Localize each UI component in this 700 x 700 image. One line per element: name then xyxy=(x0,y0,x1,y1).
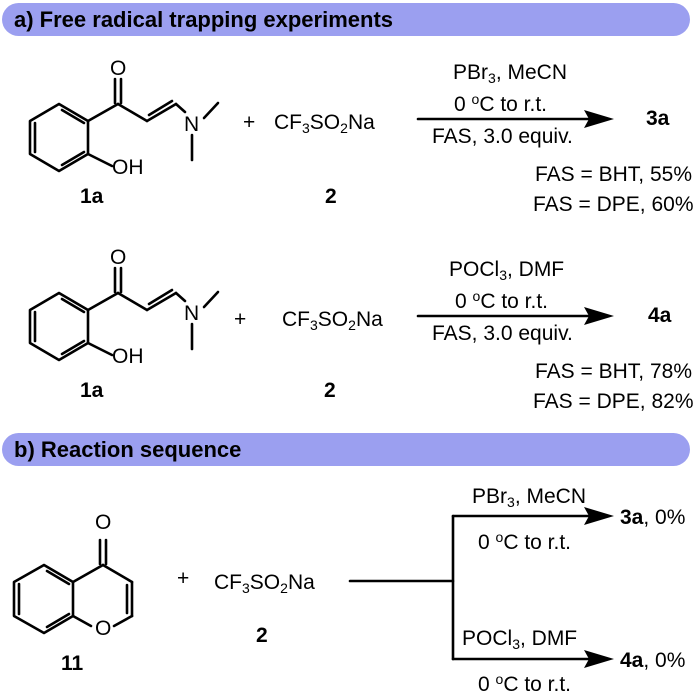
yield-dpe-2: FAS = DPE, 82% xyxy=(533,390,694,413)
product-yield-upper: 3a, 0% xyxy=(620,506,686,529)
condition-reagent-upper: PBr3, MeCN xyxy=(472,485,586,510)
condition-reagent-lower: POCl3, DMF xyxy=(462,627,578,652)
condition-temp-2: 0 oC to r.t. xyxy=(455,288,548,313)
yield-dpe-1: FAS = DPE, 60% xyxy=(533,193,694,216)
compound-label-1a-1: 1a xyxy=(80,185,104,208)
section-b-banner: b) Reaction sequence xyxy=(2,433,690,466)
section-a-title: a) Free radical trapping experiments xyxy=(14,7,394,32)
compound-label-2-2: 2 xyxy=(324,379,336,402)
carbonyl-o-2: O xyxy=(110,246,127,269)
condition-reagent-1: PBr3, MeCN xyxy=(453,61,567,86)
condition-temp-upper: 0 oC to r.t. xyxy=(478,529,571,554)
enaminone-structure-1 xyxy=(28,77,220,173)
chromone-structure xyxy=(12,538,134,635)
reagent-formula-3: CF3SO2Na xyxy=(214,571,315,596)
compound-label-11: 11 xyxy=(61,652,84,675)
arrowhead-4 xyxy=(584,650,614,668)
reagent-formula-1: CF3SO2Na xyxy=(274,111,375,136)
compound-label-1a-2: 1a xyxy=(80,379,104,402)
plus-sign-1: + xyxy=(243,111,256,134)
branch-arrows xyxy=(348,514,600,661)
section-a-banner: a) Free radical trapping experiments xyxy=(2,3,690,36)
amine-n-2: N xyxy=(184,302,200,325)
amine-n-1: N xyxy=(184,113,200,136)
condition-reagent-2: POCl3, DMF xyxy=(449,258,565,283)
chromone-carbonyl-o: O xyxy=(95,511,112,534)
hydroxyl-oh-1: OH xyxy=(112,156,144,179)
yield-bht-1: FAS = BHT, 55% xyxy=(535,163,692,186)
arrowhead-2 xyxy=(584,307,614,325)
compound-label-2-3: 2 xyxy=(256,624,268,647)
product-label-3a: 3a xyxy=(646,107,670,130)
section-b-title: b) Reaction sequence xyxy=(14,437,242,462)
enaminone-structure-2 xyxy=(28,266,220,362)
condition-temp-lower: 0 oC to r.t. xyxy=(478,671,571,696)
reagent-formula-2: CF3SO2Na xyxy=(282,308,383,333)
product-yield-lower: 4a, 0% xyxy=(620,649,686,672)
plus-sign-3: + xyxy=(177,567,190,590)
carbonyl-o-1: O xyxy=(110,57,127,80)
chromone-ring-o: O xyxy=(95,617,112,640)
yield-bht-2: FAS = BHT, 78% xyxy=(535,360,692,383)
product-label-4a: 4a xyxy=(648,304,672,327)
plus-sign-2: + xyxy=(234,308,247,331)
hydroxyl-oh-2: OH xyxy=(112,345,144,368)
condition-fas-2: FAS, 3.0 equiv. xyxy=(432,322,573,345)
condition-temp-1: 0 oC to r.t. xyxy=(454,91,547,116)
condition-fas-1: FAS, 3.0 equiv. xyxy=(432,125,573,148)
arrowhead-3 xyxy=(584,507,614,525)
arrowhead-1 xyxy=(584,110,614,128)
compound-label-2-1: 2 xyxy=(325,185,337,208)
